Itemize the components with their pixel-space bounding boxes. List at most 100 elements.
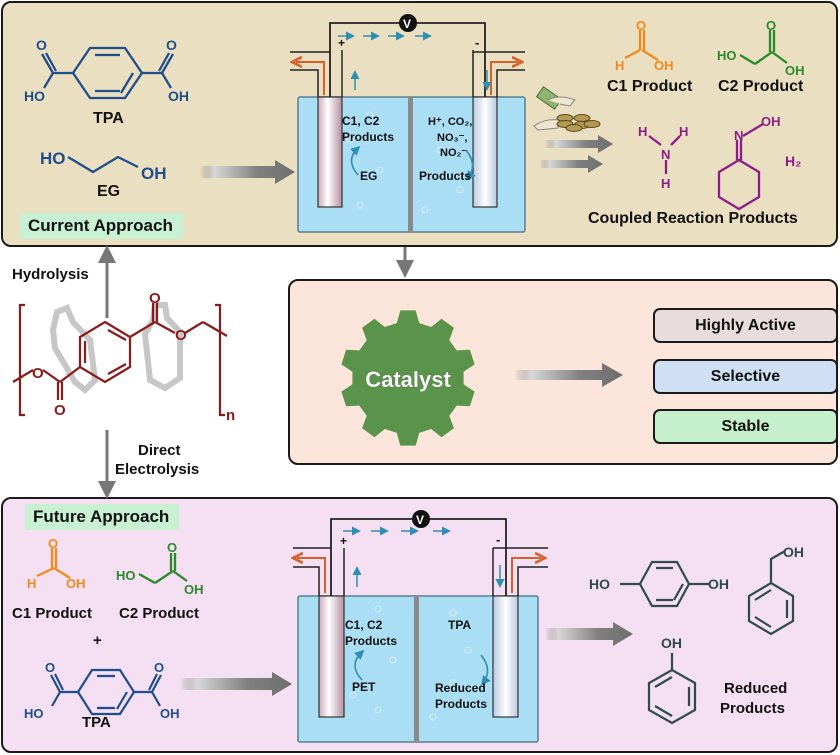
c2-product-label-future: C2 Product: [119, 605, 200, 622]
hq-oh: OH: [708, 576, 729, 592]
pet-polymer-structure: O O O O n: [12, 290, 235, 424]
nh3-h1: H: [638, 124, 647, 139]
tpa-ho-label: HO: [24, 706, 44, 721]
tpa-carbonyl-o-right: O: [166, 37, 177, 53]
eg-ho-label: HO: [40, 149, 66, 168]
c2-ho: HO: [717, 48, 737, 63]
phenol-molecule: OH: [647, 635, 697, 725]
ammonia-molecule: H H N H: [638, 124, 688, 191]
anode-products-line1: C1, C2: [345, 618, 383, 632]
property-label: Selective: [710, 367, 781, 385]
voltmeter-label: V: [416, 513, 424, 527]
cathode-reactant: TPA: [448, 618, 471, 632]
membrane: [414, 596, 419, 742]
voltmeter-label: V: [403, 17, 411, 31]
anode-sign: +: [340, 534, 347, 548]
tpa-ho-label: HO: [24, 88, 45, 104]
pet-repeat-n: n: [226, 407, 235, 424]
hydrolysis-label: Hydrolysis: [12, 266, 89, 283]
oxime-n: N: [734, 128, 743, 143]
property-label: Stable: [721, 417, 770, 435]
anode-electrode: [318, 595, 345, 718]
arrow-to-catalyst: [396, 247, 414, 278]
electrolysis-cell-future: V + - C1, C2 Products PET TPA Reduced Pr…: [293, 510, 548, 743]
hydroquinone-molecule: HO OH: [589, 560, 729, 608]
arrows-to-products: [540, 135, 613, 173]
c1-o: O: [48, 536, 58, 551]
tpa-name-future: TPA: [82, 714, 111, 731]
benzyl-oh: OH: [783, 544, 804, 560]
c1-h: H: [27, 576, 36, 591]
oxime-oh: OH: [761, 114, 781, 129]
nh3-n: N: [661, 147, 670, 162]
c2-oh: OH: [785, 63, 805, 78]
bottle-icons: [49, 302, 183, 395]
hydrolysis-and-electrolysis-arrows: [98, 245, 116, 499]
pet-o-2: O: [175, 327, 187, 344]
current-approach-label: Current Approach: [20, 213, 183, 239]
arrow-to-properties: [515, 363, 623, 387]
c1-molecule-future: O H OH: [27, 536, 86, 591]
c1-h: H: [615, 58, 624, 73]
tpa-carbonyl-o-left: O: [45, 660, 55, 675]
nh3-h2: H: [679, 124, 688, 139]
cathode-electrode: [492, 595, 519, 718]
electrolysis-cell-current: V + - C1, C2 Products EG H⁺, CO₂, NO₃⁻, …: [290, 14, 526, 233]
direct-electrolysis-label-2: Electrolysis: [115, 461, 200, 478]
future-approach-label: Future Approach: [25, 504, 180, 530]
cathode-reaction-arrow: [480, 654, 491, 686]
cathode-gas-flow-arrow: [511, 558, 541, 593]
cathode-sign: -: [496, 532, 500, 547]
c2-product-label-current: C2 Product: [718, 78, 804, 95]
membrane: [408, 97, 413, 232]
anode-products-line2: Products: [345, 634, 397, 648]
coupled-products-label: Coupled Reaction Products: [588, 210, 798, 227]
c2-o: O: [766, 18, 776, 33]
eg-oh-label: OH: [141, 164, 167, 183]
c1-molecule-current: O H OH: [615, 18, 674, 73]
plus-sign: +: [93, 632, 102, 649]
anode-products-line1: C1, C2: [342, 114, 380, 128]
c1-product-label-current: C1 Product: [607, 78, 693, 95]
property-selective: Selective: [653, 359, 838, 394]
tpa-oh-label: OH: [168, 88, 189, 104]
cathode-products-line1: Reduced: [435, 681, 486, 695]
nh3-h3: H: [661, 176, 670, 191]
catalyst-label: Catalyst: [365, 367, 451, 392]
tpa-oh-label: OH: [160, 706, 180, 721]
c2-oh: OH: [184, 582, 204, 597]
reduced-products-label-1: Reduced: [724, 680, 788, 697]
cathode-reactants-line2: NO₃⁻,: [437, 132, 467, 144]
arrow-to-reduced-products: [545, 622, 633, 646]
cathode-products-line2: Products: [435, 697, 487, 711]
cathode-gas-flow-arrow: [490, 62, 518, 95]
tpa-carbonyl-o-right: O: [154, 660, 164, 675]
tpa-carbonyl-o-left: O: [36, 37, 47, 53]
c1-product-label-future: C1 Product: [12, 605, 93, 622]
hydrogen-label: H₂: [785, 153, 802, 169]
anode-gas-flow-arrow: [297, 558, 326, 593]
arrow-to-cell-future: [180, 672, 292, 696]
c2-o: O: [167, 540, 177, 555]
cathode-electrode: [472, 96, 498, 208]
cathode-reactants-line1: H⁺, CO₂,: [428, 116, 472, 128]
voltmeter-icon: [399, 14, 417, 32]
anode-reactant: EG: [360, 169, 377, 183]
cyclohexanone-oxime-molecule: OH N: [717, 114, 781, 211]
property-stable: Stable: [653, 409, 838, 444]
anode-reaction-arrow: [354, 649, 365, 681]
eg-name: EG: [97, 183, 121, 200]
arrow-to-cell-current: [200, 160, 295, 184]
tpa-molecule-future: O O HO OH: [24, 660, 180, 721]
reduced-products-label-2: Products: [720, 700, 786, 717]
c2-molecule-future: O HO OH: [116, 540, 204, 597]
phenol-oh: OH: [661, 635, 682, 651]
tpa-name-current: TPA: [93, 110, 124, 127]
tpa-molecule-current: O O HO OH: [24, 37, 189, 104]
pet-o-4: O: [54, 402, 66, 419]
anode-reaction-arrow: [350, 145, 361, 176]
pet-o-1: O: [149, 290, 161, 307]
hq-ho: HO: [589, 576, 610, 592]
anode-gas-flow-arrow: [296, 62, 325, 95]
c1-oh: OH: [66, 576, 86, 591]
